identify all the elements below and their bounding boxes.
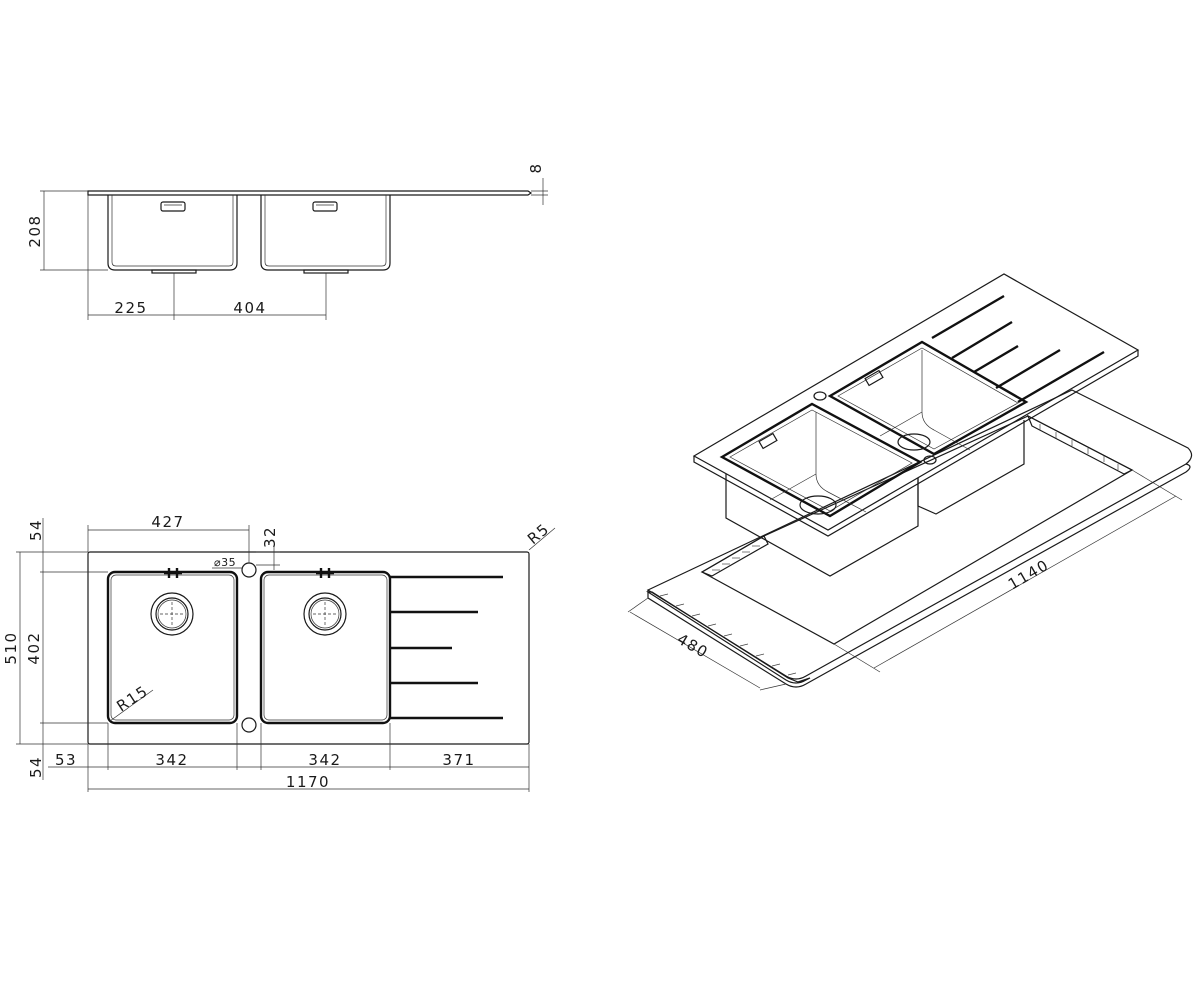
dim-480-ext-left [627, 597, 649, 613]
dim-54-bottom-text: 54 [27, 756, 45, 778]
dim-1140-ext-left [833, 643, 881, 673]
top-overflow-left [164, 568, 182, 578]
iso-cutout-hatch-right [1026, 414, 1134, 475]
dim-1140-ext-right [1131, 469, 1183, 501]
iso-countertop-top [646, 389, 1193, 680]
dim-1140-line [873, 495, 1177, 669]
dim-480-line [629, 611, 761, 689]
iso-bowl-right-drain [897, 433, 931, 451]
iso-cutout-hatch-left [700, 535, 769, 577]
iso-bowl-right-overflow [864, 369, 884, 387]
side-bowl-left-inner [111, 195, 234, 267]
side-drain-right [303, 269, 349, 274]
dim-8-text: 8 [527, 162, 545, 173]
dim-225-text: 225 [114, 299, 147, 317]
iso-tap-hole-upper [813, 391, 827, 401]
side-bowl-right-inner [264, 195, 387, 267]
dim-hole-diameter-text: ⌀35 [214, 556, 236, 569]
dim-480-ext-right [759, 683, 787, 691]
top-bowl-left-inner [110, 574, 235, 721]
top-tap-hole-lower [241, 717, 257, 733]
top-drain-left [150, 592, 194, 636]
dim-r5-leader [528, 527, 556, 551]
dim-r5-text: R5 [524, 520, 553, 549]
iso-bowl-right-inner-rim [837, 347, 1019, 450]
dim-32-text: 32 [261, 526, 279, 548]
iso-sink-plate [692, 273, 1140, 531]
top-bowl-right [259, 570, 392, 725]
top-drain-right [303, 592, 347, 636]
top-tap-hole-upper [241, 562, 257, 578]
side-bowl-left [107, 195, 238, 271]
dim-404-text: 404 [233, 299, 266, 317]
iso-drainer-grooves [931, 294, 1105, 404]
side-overflow-right [312, 201, 338, 212]
dim-53-text: 53 [55, 751, 77, 769]
iso-countertop-front-face [645, 591, 811, 684]
top-bowl-right-inner [263, 574, 388, 721]
dim-r15-leader [109, 689, 154, 722]
top-drainer-grooves [390, 575, 503, 720]
side-view: 208 8 225 404 [26, 162, 548, 320]
iso-bowl-right-inner-walls [879, 350, 971, 451]
side-overflow-left [160, 201, 186, 212]
dim-342-left-text: 342 [155, 751, 188, 769]
iso-bowl-right-rim [827, 340, 1029, 456]
iso-bowl-left-inner-rim [729, 409, 913, 512]
dim-r15-text: R15 [113, 682, 151, 716]
iso-sink-plate-edge [693, 350, 1139, 537]
dim-54-top-text: 54 [27, 519, 45, 541]
iso-bowl-left-overflow [758, 432, 778, 450]
iso-tap-hole-lower [923, 455, 937, 465]
side-bowl-right [260, 195, 391, 271]
iso-countertop-hatch [659, 593, 797, 676]
dim-371-text: 371 [442, 751, 475, 769]
iso-bowl-left-body [725, 474, 919, 577]
dim-1170-text: 1170 [286, 773, 330, 791]
top-outer-outline [87, 551, 530, 745]
dim-402-text: 402 [25, 631, 43, 664]
iso-bowl-left-inner-walls [769, 412, 867, 513]
side-drain-left [151, 269, 197, 274]
dim-510-text: 510 [2, 631, 20, 664]
dim-208-text: 208 [26, 214, 44, 247]
top-overflow-right [316, 568, 334, 578]
iso-bowl-left-drain [799, 495, 837, 515]
iso-countertop-edge [647, 463, 1191, 688]
side-top-plate [87, 190, 533, 196]
iso-bowl-left-rim [719, 402, 923, 518]
top-view: 54 510 402 54 427 32 ⌀35 R5 R15 [2, 513, 556, 792]
iso-view: 1140 480 [627, 273, 1193, 691]
dim-342-right-text: 342 [308, 751, 341, 769]
iso-bowl-right-body [917, 420, 1025, 515]
dim-427-text: 427 [151, 513, 184, 531]
